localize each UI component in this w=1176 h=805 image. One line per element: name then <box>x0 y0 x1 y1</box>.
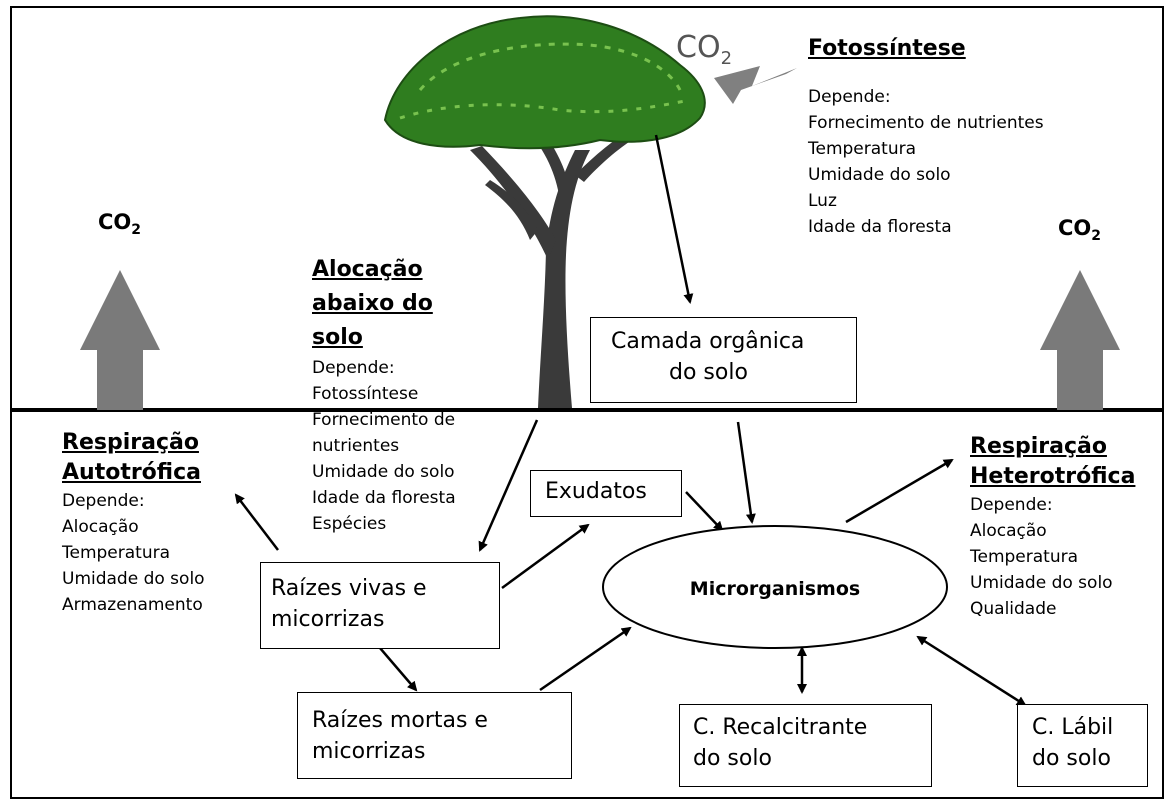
live-roots-line: micorrizas <box>271 607 385 632</box>
autotrophic-factor: Armazenamento <box>62 595 203 615</box>
autotrophic-title-line: Autotrófica <box>62 460 201 485</box>
tree-branch <box>485 180 538 240</box>
heterotrophic-factor: Umidade do solo <box>970 573 1113 593</box>
allocation-factor: Fornecimento de <box>312 410 456 430</box>
allocation-factor: Umidade do solo <box>312 462 455 482</box>
live-roots-line: Raízes vivas e <box>271 576 427 601</box>
allocation-title-line: Alocação <box>312 257 423 282</box>
co2-autotrophic-label: CO2 <box>98 210 141 238</box>
exudates-box: Exudatos <box>530 470 682 517</box>
heterotrophic-depends-label: Depende: <box>970 495 1053 515</box>
allocation-factor: nutrientes <box>312 436 400 456</box>
trunk-to-live-roots-arrow <box>478 419 539 552</box>
exudates-label: Exudatos <box>545 479 647 504</box>
photosynthesis-factor: Luz <box>808 191 837 211</box>
heterotrophic-factor: Temperatura <box>970 547 1079 567</box>
heterotrophic-block: Respiração Heterotrófica Depende: Alocaç… <box>970 432 1135 622</box>
tree-canopy <box>383 15 706 150</box>
heterotrophic-factor: Qualidade <box>970 599 1057 619</box>
microorganisms-ellipse <box>602 525 948 649</box>
photosynthesis-factor: Temperatura <box>808 139 917 159</box>
heterotrophic-title-line: Respiração <box>970 434 1107 459</box>
tree-canopy-highlight <box>418 42 682 91</box>
heterotrophic-title-line: Heterotrófica <box>970 464 1136 489</box>
recalcitrant-line: do solo <box>693 746 772 771</box>
allocation-factor: Espécies <box>312 514 387 534</box>
allocation-depends-label: Depende: <box>312 358 395 378</box>
live-roots-box: Raízes vivas e micorrizas <box>260 562 500 649</box>
tree-branch <box>520 116 570 200</box>
co2-intake-label: CO2 <box>676 30 732 69</box>
co2-heterotrophic-label: CO2 <box>1058 216 1101 244</box>
photosynthesis-title: Fotossíntese <box>808 36 966 61</box>
co2-autotrophic-up-arrow <box>80 270 160 410</box>
co2-subscript: 2 <box>1091 228 1102 245</box>
tree-trunk <box>538 150 590 408</box>
photosynthesis-factor: Idade da floresta <box>808 217 952 237</box>
recalcitrant-box: C. Recalcitrante do solo <box>679 704 932 787</box>
autotrophic-block: Respiração Autotrófica Depende: Alocação… <box>62 428 205 618</box>
tree-illustration <box>383 15 706 408</box>
autotrophic-depends-label: Depende: <box>62 491 145 511</box>
labile-line: C. Lábil <box>1032 715 1114 740</box>
photosynthesis-depends-label: Depende: <box>808 87 891 107</box>
photosynthesis-factor: Umidade do solo <box>808 165 951 185</box>
microorganisms-label: Microrganismos <box>689 578 861 600</box>
dead-roots-line: Raízes mortas e <box>312 708 488 733</box>
autotrophic-factor: Umidade do solo <box>62 569 205 589</box>
co2-text: CO <box>98 210 132 234</box>
co2-heterotrophic-up-arrow <box>1040 270 1120 410</box>
autotrophic-title-line: Respiração <box>62 430 199 455</box>
photosynthesis-block: Fotossíntese Depende: Fornecimento de nu… <box>808 34 1044 240</box>
live-roots-to-autotrophic-arrow <box>234 493 279 551</box>
photosynthesis-factor: Fornecimento de nutrientes <box>808 113 1044 133</box>
recalcitrant-line: C. Recalcitrante <box>693 715 868 740</box>
labile-line: do solo <box>1032 746 1111 771</box>
allocation-block: Alocação abaixo do solo Depende: Fotossí… <box>312 253 456 537</box>
labile-box: C. Lábil do solo <box>1017 704 1148 787</box>
dead-roots-line: micorrizas <box>312 739 426 764</box>
exudates-to-microorganisms-arrow <box>685 491 724 532</box>
tree-canopy-highlight <box>399 98 691 120</box>
organic-layer-line: do solo <box>669 360 748 385</box>
heterotrophic-factor: Alocação <box>970 521 1047 541</box>
organic-layer-line: Camada orgânica <box>611 329 805 354</box>
co2-text: CO <box>1058 216 1092 240</box>
co2-text: CO <box>676 30 721 65</box>
dead-roots-to-microorganisms-arrow <box>539 626 632 692</box>
co2-subscript: 2 <box>720 48 733 69</box>
co2-subscript: 2 <box>131 222 142 239</box>
autotrophic-factor: Temperatura <box>62 543 171 563</box>
microorganisms-labile-double-arrow <box>916 635 1027 707</box>
co2-intake-arrow <box>714 66 797 104</box>
diagram-frame <box>10 6 1164 799</box>
allocation-title-line: abaixo do <box>312 291 433 316</box>
organic-layer-box: Camada orgânica do solo <box>590 317 857 403</box>
allocation-title-line: solo <box>312 325 363 350</box>
microorganisms-to-heterotrophic-arrow <box>845 458 954 524</box>
dead-roots-box: Raízes mortas e micorrizas <box>297 692 572 779</box>
allocation-factor: Fotossíntese <box>312 384 419 404</box>
canopy-to-organic-layer-arrow <box>654 134 694 304</box>
autotrophic-factor: Alocação <box>62 517 139 537</box>
allocation-factor: Idade da floresta <box>312 488 456 508</box>
live-roots-to-exudates-arrow <box>501 523 590 590</box>
organic-layer-to-microorganisms-arrow <box>736 421 756 524</box>
live-roots-to-dead-roots-arrow <box>379 647 418 692</box>
